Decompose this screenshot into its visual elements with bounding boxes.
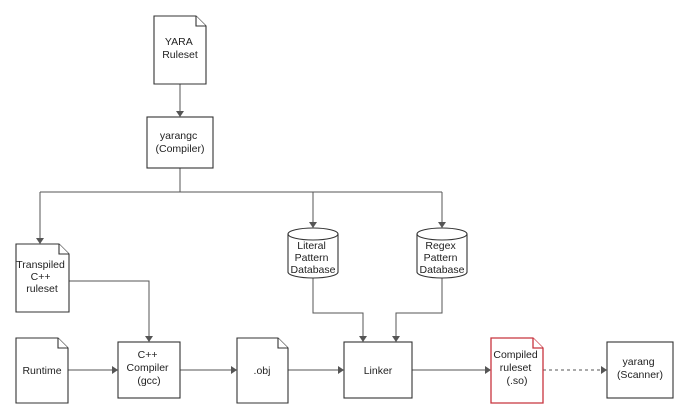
node-cpp-compiler: C++ Compiler (gcc) (117, 341, 181, 399)
transpiled-label-line-2: C++ (31, 271, 51, 283)
arrowhead-obj (231, 366, 237, 374)
arrowhead-linker-top-right (392, 336, 400, 342)
process-shape (146, 116, 214, 169)
cpp-compiler-label-line-2: Compiler (127, 362, 170, 374)
node-yarangc: yarangc (Compiler) (146, 116, 214, 169)
arrowhead-literal-db (309, 222, 317, 228)
yara-ruleset-label-line-2: Ruleset (162, 49, 198, 61)
transpiled-label-line-1: Transpiled (16, 259, 65, 271)
node-compiled: Compiled ruleset (.so) (490, 337, 544, 404)
edge-regex-db-to-linker (395, 278, 443, 337)
regex-db-label-line-2: Pattern (424, 252, 458, 264)
node-runtime: Runtime (15, 337, 69, 404)
document-fold (195, 16, 206, 27)
document-fold (277, 338, 288, 349)
svg-text:.obj: .obj (254, 365, 271, 377)
document-shape (15, 243, 70, 313)
database-top (416, 227, 468, 241)
document-fold (58, 244, 69, 255)
yarang-label-line-2: (Scanner) (617, 369, 663, 381)
yara-ruleset-label-line-1: YARA (165, 36, 193, 48)
literal-db-label-line-2: Pattern (295, 252, 329, 264)
edge-transpiled-to-cpp-compiler (69, 280, 150, 337)
compiled-label-line-2: ruleset (500, 362, 532, 374)
svg-text:yarangc (Compiler): yarangc (Compiler) (155, 130, 204, 155)
svg-text:Linker: Linker (364, 365, 393, 377)
document-shape (153, 15, 207, 85)
node-yara-ruleset: YARA Ruleset (153, 15, 207, 85)
process-shape (343, 341, 413, 399)
node-obj: .obj (236, 337, 289, 404)
yarangc-label-line-1: yarangc (160, 130, 197, 142)
node-transpiled: Transpiled C++ ruleset (15, 243, 70, 313)
process-shape (117, 341, 181, 399)
svg-text:YARA Ruleset: YARA Ruleset (162, 36, 198, 61)
arrowhead-cpp-compiler-top (145, 336, 153, 342)
svg-text:Transpiled C++ rul: Transpiled C++ ruleset (16, 259, 68, 295)
edges (36, 84, 607, 374)
document-shape-highlighted (490, 337, 544, 404)
arrowhead-compiled (485, 366, 491, 374)
transpiled-label-line-3: ruleset (26, 283, 58, 295)
svg-text:Runtime: Runtime (22, 365, 61, 377)
obj-label-line-1: .obj (254, 365, 271, 377)
edge-literal-db-to-linker (312, 278, 364, 337)
literal-db-label-line-1: Literal (297, 240, 326, 252)
node-linker: Linker (343, 341, 413, 399)
svg-text:Compiled ruleset (: Compiled ruleset (.so) (493, 349, 540, 387)
compiled-label-line-1: Compiled (493, 349, 538, 361)
arrowhead-yarang (601, 366, 607, 374)
arrowhead-transpiled (36, 238, 44, 244)
yarang-label-line-1: yarang (622, 356, 654, 368)
runtime-label-line-1: Runtime (22, 365, 61, 377)
compiled-label-line-3: (.so) (507, 375, 528, 387)
regex-db-label-line-1: Regex (425, 240, 456, 252)
document-shape (15, 337, 69, 404)
svg-text:Regex Pattern Data: Regex Pattern Database (420, 240, 465, 276)
database-body (416, 234, 468, 279)
linker-label-line-1: Linker (364, 365, 393, 377)
svg-text:yarang (Scanner): yarang (Scanner) (617, 356, 663, 381)
arrowhead-linker-left (338, 366, 344, 374)
regex-db-label-line-3: Database (420, 264, 465, 276)
process-shape (606, 341, 674, 399)
document-shape (236, 337, 289, 404)
arrowhead-cpp-compiler-left (112, 366, 118, 374)
cpp-compiler-label-line-1: C++ (138, 349, 158, 361)
node-regex-db: Regex Pattern Database (416, 227, 468, 279)
svg-text:C++ Compiler (gcc): C++ Compiler (gcc) (127, 349, 172, 387)
database-body (287, 234, 339, 279)
node-literal-db: Literal Pattern Database (287, 227, 339, 279)
document-fold (532, 338, 543, 349)
arrowhead-yarangc (176, 111, 184, 117)
arrowhead-linker-top-left (359, 336, 367, 342)
node-yarang: yarang (Scanner) (606, 341, 674, 399)
cpp-compiler-label-line-3: (gcc) (137, 375, 160, 387)
arrowhead-regex-db (438, 222, 446, 228)
svg-text:Literal Pattern Da: Literal Pattern Database (291, 240, 336, 276)
document-fold (57, 338, 68, 349)
literal-db-label-line-3: Database (291, 264, 336, 276)
database-top (287, 227, 339, 241)
yarangc-label-line-2: (Compiler) (155, 143, 204, 155)
